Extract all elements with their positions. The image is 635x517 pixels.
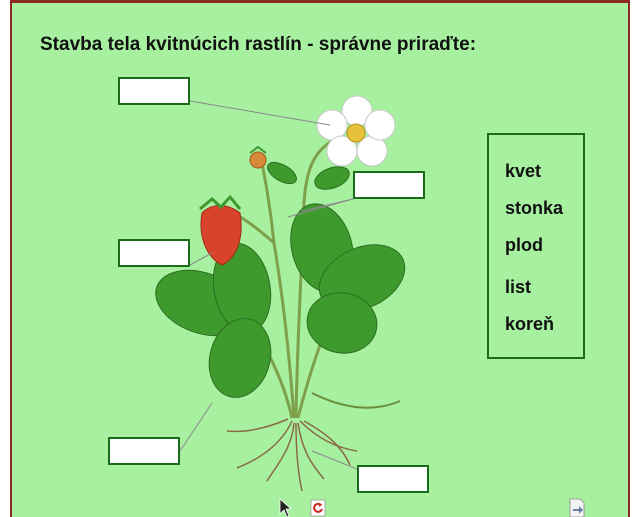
answer-box-list[interactable] bbox=[108, 437, 180, 465]
answer-box-kvet[interactable] bbox=[118, 77, 190, 105]
roots bbox=[227, 419, 357, 491]
runner-stem bbox=[312, 393, 400, 408]
word-kvet[interactable]: kvet bbox=[505, 161, 541, 182]
answer-box-plod[interactable] bbox=[118, 239, 190, 267]
arrow-pointer-icon[interactable] bbox=[278, 498, 298, 517]
activity-canvas: Stavba tela kvitnúcich rastlín - správne… bbox=[10, 0, 630, 517]
next-page-icon[interactable] bbox=[568, 498, 588, 517]
refresh-icon[interactable] bbox=[310, 499, 330, 517]
word-bank: kvet stonka plod list koreň bbox=[487, 133, 585, 359]
word-list[interactable]: list bbox=[505, 277, 531, 298]
word-plod[interactable]: plod bbox=[505, 235, 543, 256]
word-stonka[interactable]: stonka bbox=[505, 198, 563, 219]
answer-box-koren[interactable] bbox=[357, 465, 429, 493]
answer-box-stonka[interactable] bbox=[353, 171, 425, 199]
word-koren[interactable]: koreň bbox=[505, 314, 554, 335]
small-fruit bbox=[250, 147, 266, 168]
flower bbox=[317, 96, 395, 166]
